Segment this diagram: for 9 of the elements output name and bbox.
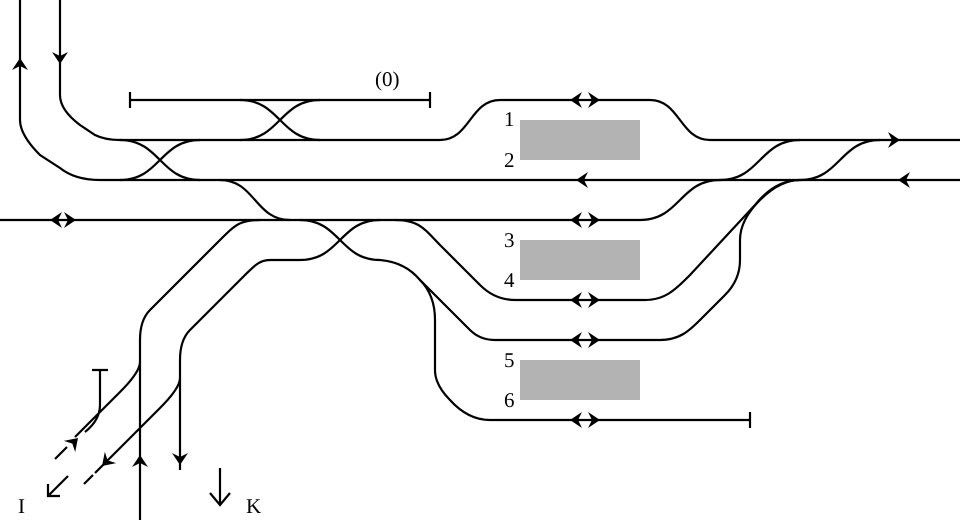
track-number: 5	[504, 349, 514, 371]
track-number: 3	[504, 229, 514, 251]
track-number: 4	[504, 269, 514, 291]
siding-label: (0)	[375, 68, 400, 90]
track-number: 6	[504, 389, 514, 411]
track-number: 1	[504, 108, 514, 130]
direction-label: K	[246, 495, 262, 517]
track-number: 2	[504, 149, 514, 171]
direction-label: I	[18, 495, 25, 517]
